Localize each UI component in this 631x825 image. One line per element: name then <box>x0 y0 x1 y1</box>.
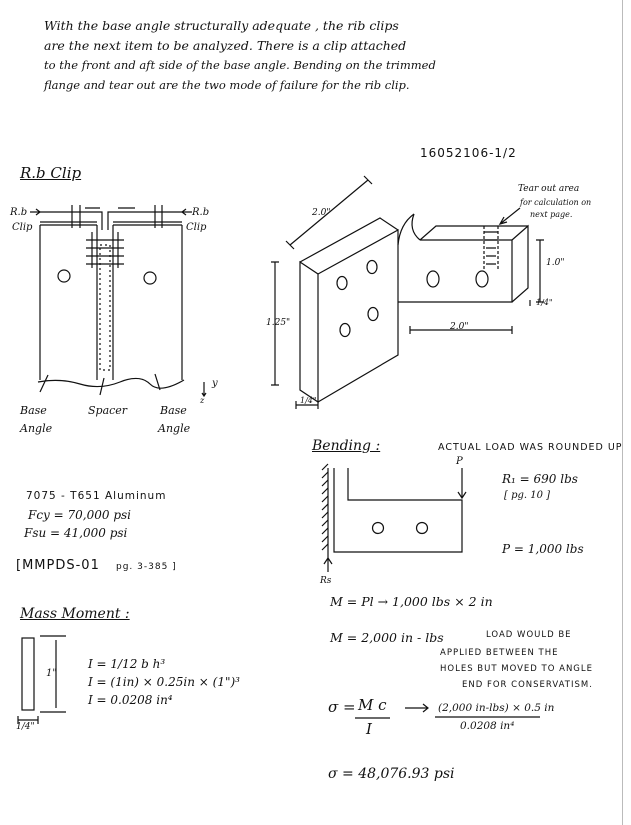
stress-mc: M c <box>358 696 387 714</box>
load-note-line-2: APPLIED BETWEEN THE <box>440 648 559 658</box>
mass-moment-w-dim: 1/4" <box>16 722 35 732</box>
material-ref-b: pg. 3-385 ] <box>116 562 177 572</box>
rib-left-label: R.b <box>10 207 28 218</box>
bending-moment-eq-1: M = Pl → 1,000 lbs × 2 in <box>330 594 493 609</box>
mass-moment-h-dim: 1" <box>46 668 57 679</box>
spacer-label: Spacer <box>88 404 128 417</box>
mass-moment-title: Mass Moment : <box>20 606 130 622</box>
mass-moment-eq-2: I = (1in) × 0.25in × (1")³ <box>88 675 240 689</box>
bending-rs-label: Rs <box>320 576 332 586</box>
tear-out-note-2: for calculation on <box>520 198 592 207</box>
mass-moment-eq-3: I = 0.0208 in⁴ <box>88 693 173 707</box>
stress-i: I <box>366 720 372 738</box>
intro-line-3: to the front and aft side of the base an… <box>44 58 436 72</box>
axis-z-label: z <box>200 396 205 405</box>
page-edge-line <box>622 0 623 825</box>
bending-moment-eq-2: M = 2,000 in - lbs <box>330 630 444 645</box>
clip-left-label: Clip <box>12 222 33 233</box>
bending-r1-ref: [ pg. 10 ] <box>504 490 551 501</box>
stress-numerator: (2,000 in-lbs) × 0.5 in <box>438 702 555 714</box>
bending-sketch <box>321 463 540 719</box>
mass-moment-sketch <box>17 635 66 724</box>
bending-p-value: P = 1,000 lbs <box>502 542 584 556</box>
load-note-line-3: HOLES BUT MOVED TO ANGLE <box>440 664 593 674</box>
material-fsu: Fsu = 41,000 psi <box>24 526 128 540</box>
rib-clip-title: R.b Clip <box>20 164 82 182</box>
tear-out-note-1: Tear out area <box>518 184 580 194</box>
bending-p-label: P <box>456 456 463 467</box>
axis-y-label: y <box>212 378 218 389</box>
intro-line-4: flange and tear out are the two mode of … <box>44 78 410 92</box>
dim-quarter-bottom: 1/4" <box>300 396 317 405</box>
stress-result: σ = 48,076.93 psi <box>328 766 455 782</box>
dim-2-0-top: 2.0" <box>312 208 331 218</box>
bending-r1: R₁ = 690 lbs <box>502 472 578 486</box>
load-note-line-4: END FOR CONSERVATISM. <box>462 680 593 690</box>
stress-denominator: 0.0208 in⁴ <box>460 720 515 732</box>
base-angle-left-label-2: Angle <box>20 422 53 435</box>
material-ref-a: [MMPDS-01 <box>16 558 100 573</box>
mass-moment-eq-1: I = 1/12 b h³ <box>88 657 166 671</box>
dim-1-0: 1.0" <box>546 258 565 268</box>
rib-right-label: R.b <box>192 207 210 218</box>
tear-out-note-3: next page. <box>530 210 573 219</box>
intro-line-2: are the next item to be analyzed. There … <box>44 38 407 53</box>
bending-note: ACTUAL LOAD WAS ROUNDED UP <box>438 442 623 453</box>
isometric-part-drawing <box>271 175 544 409</box>
stress-lhs: σ = <box>328 698 356 716</box>
bending-title: Bending : <box>312 438 381 454</box>
load-note-line-1: LOAD WOULD BE <box>486 630 572 640</box>
clip-right-label: Clip <box>186 222 207 233</box>
dim-quarter-right: 1/4" <box>536 298 553 307</box>
base-angle-right-label-2: Angle <box>158 422 191 435</box>
base-angle-left-label-1: Base <box>20 404 47 417</box>
base-angle-right-label-1: Base <box>160 404 187 417</box>
material-fcy: Fcy = 70,000 psi <box>28 508 131 522</box>
rib-clip-drawing <box>30 205 207 398</box>
dim-2-0-bottom: 2.0" <box>450 322 469 332</box>
material-alloy: 7075 - T651 Aluminum <box>26 490 167 502</box>
part-number: 16052106-1/2 <box>420 146 517 160</box>
intro-line-1: With the base angle structurally adequat… <box>44 18 399 33</box>
dim-1-25: 1.25" <box>266 318 291 328</box>
